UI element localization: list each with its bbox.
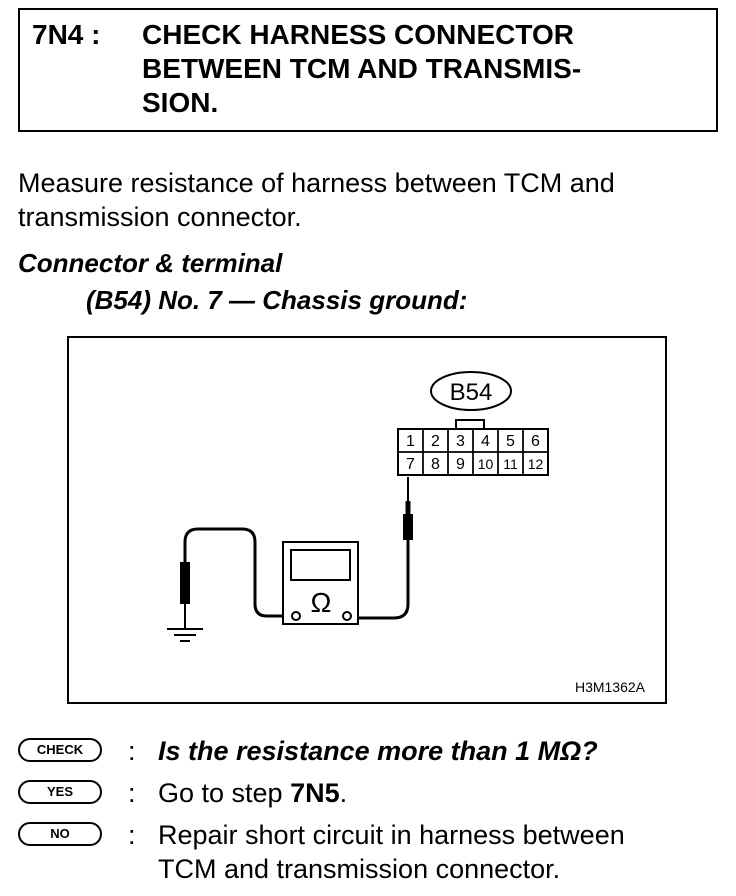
spec-detail: (B54) No. 7 — Chassis ground: <box>86 285 468 315</box>
terminal-label: 10 <box>478 456 494 472</box>
terminal-label: 3 <box>456 433 465 450</box>
terminal-label: 7 <box>406 456 415 473</box>
probe-handle-left <box>180 562 190 604</box>
terminal-label: 5 <box>506 433 515 450</box>
yes-step-ref: 7N5 <box>290 778 340 808</box>
check-badge: CHECK <box>18 738 102 762</box>
check-colon: : <box>128 736 136 766</box>
lead-wire-right <box>349 540 410 620</box>
connector-latch <box>455 419 485 430</box>
figure-code: H3M1362A <box>575 679 646 695</box>
figure-frame <box>67 336 667 704</box>
spec-heading: Connector & terminal <box>18 248 283 278</box>
ohmmeter-icon: Ω <box>282 541 359 625</box>
no-colon: : <box>128 820 136 850</box>
ohm-symbol: Ω <box>311 587 332 618</box>
yes-answer: Go to step 7N5. <box>158 776 718 810</box>
lead-wire-left <box>183 527 291 618</box>
yes-colon: : <box>128 778 136 808</box>
terminal-label: 9 <box>456 456 465 473</box>
step-title-box: 7N4 : CHECK HARNESS CONNECTOR BETWEEN TC… <box>18 8 718 132</box>
chassis-ground-icon <box>167 628 203 642</box>
connector-label-ellipse <box>430 371 512 411</box>
terminal-label: 1 <box>406 433 415 450</box>
terminal-label: 12 <box>528 456 544 472</box>
no-badge: NO <box>18 822 102 846</box>
step-title: CHECK HARNESS CONNECTOR BETWEEN TCM AND … <box>142 19 582 118</box>
terminal-cell <box>522 451 549 476</box>
intro-text: Measure resistance of harness between TC… <box>18 168 615 232</box>
terminal-label: 6 <box>531 433 540 450</box>
terminal-label: 2 <box>431 433 440 450</box>
yes-prefix: Go to step <box>158 778 291 808</box>
yes-badge: YES <box>18 780 102 804</box>
check-question: Is the resistance more than 1 MΩ? <box>158 736 598 766</box>
yes-suffix: . <box>339 778 348 808</box>
step-id: 7N4 : <box>32 19 101 50</box>
terminal-label: 4 <box>481 433 490 450</box>
connector-label: B54 <box>450 379 493 406</box>
probe-handle-right <box>403 514 413 540</box>
terminal-label: 8 <box>431 456 440 473</box>
terminal-label: 11 <box>503 456 518 472</box>
no-answer: Repair short circuit in harness between … <box>158 820 625 884</box>
